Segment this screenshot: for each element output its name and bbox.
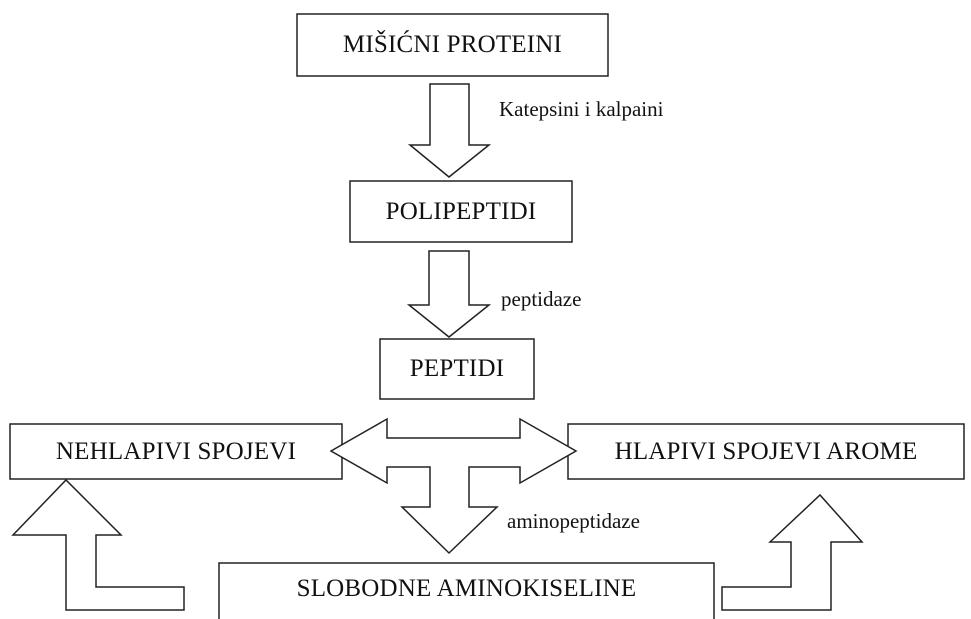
- node-misicni-proteini: MIŠIĆNI PROTEINI: [342, 31, 563, 58]
- node-box-misicni-proteini: [296, 13, 609, 77]
- node-box-peptidi: [379, 338, 535, 400]
- arrow-up-left-to-nehlapivi: [11, 478, 185, 611]
- edge-label-katepsini-kalpaini: Katepsini i kalpaini: [499, 97, 664, 121]
- node-hlapivi-spojevi-arome: HLAPIVI SPOJEVI AROME: [614, 437, 918, 465]
- node-box-nehlapivi-spojevi: [9, 423, 343, 480]
- arrow-up-right-to-hlapivi: [721, 493, 864, 611]
- node-peptidi: PEPTIDI: [409, 355, 505, 382]
- node-slobodne-aminokiseline: SLOBODNE AMINOKISELINE: [296, 575, 637, 602]
- node-polipeptidi: POLIPEPTIDI: [385, 197, 537, 225]
- arrow-t-junction: [329, 417, 578, 555]
- arrow-down-proteini-polipeptidi: [407, 83, 492, 178]
- node-box-slobodne-aminokiseline: [218, 562, 715, 619]
- node-box-polipeptidi: [349, 180, 573, 243]
- edge-label-peptidaze: peptidaze: [501, 287, 582, 311]
- node-nehlapivi-spojevi: NEHLAPIVI SPOJEVI: [55, 437, 297, 465]
- edge-label-aminopeptidaze: aminopeptidaze: [507, 509, 640, 533]
- arrow-down-polipeptidi-peptidi: [406, 250, 492, 338]
- node-box-hlapivi-spojevi-arome: [567, 423, 965, 480]
